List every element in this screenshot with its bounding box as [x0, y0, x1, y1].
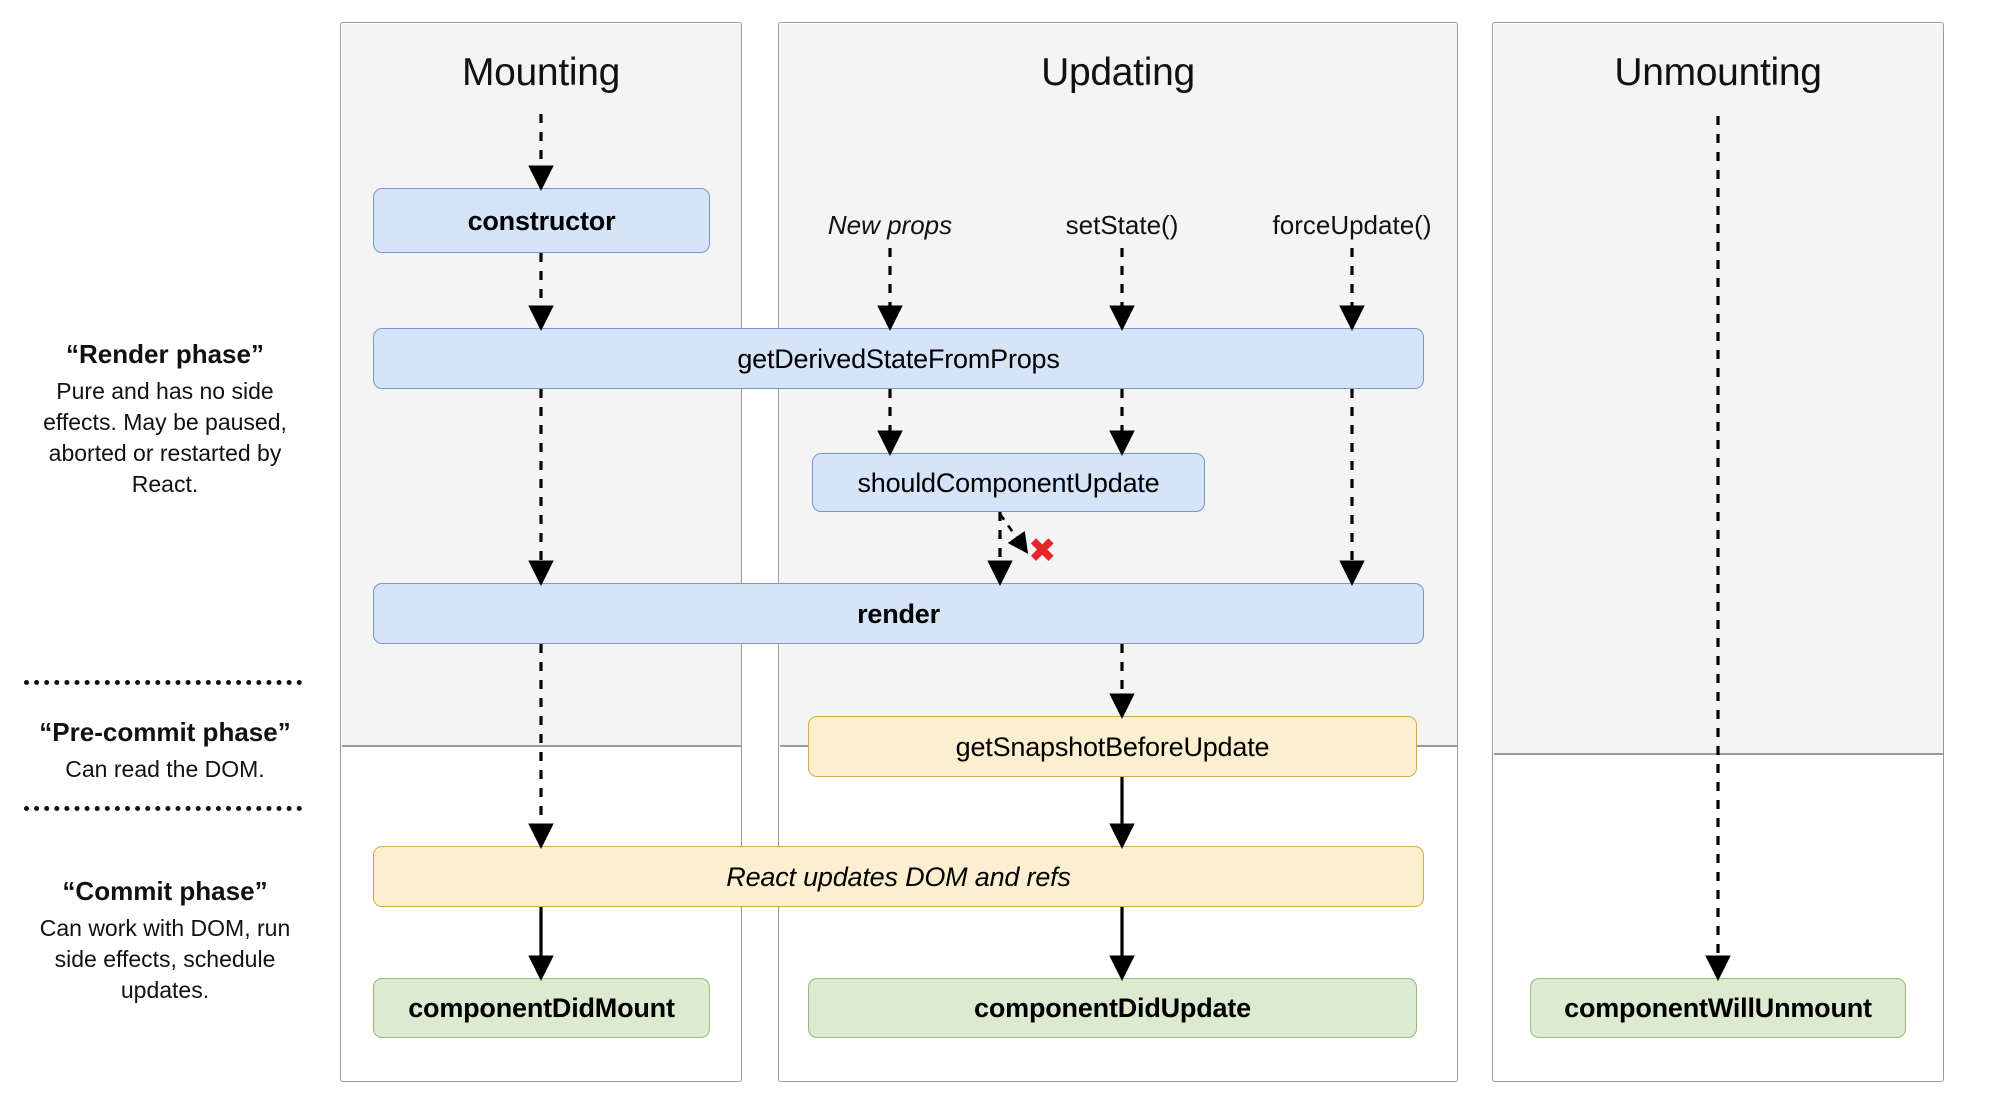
box-component-did-update[interactable]: componentDidUpdate	[808, 978, 1417, 1038]
column-title-updating: Updating	[1041, 51, 1195, 94]
legend-commit-phase: “Commit phase” Can work with DOM, run si…	[20, 875, 310, 1006]
column-unmounting	[1492, 22, 1944, 1082]
box-get-derived-state-from-props[interactable]: getDerivedStateFromProps	[373, 328, 1424, 389]
column-updating	[778, 22, 1458, 1082]
legend-render-phase-body: Pure and has no side effects. May be pau…	[43, 378, 287, 497]
box-should-component-update[interactable]: shouldComponentUpdate	[812, 453, 1205, 512]
legend-commit-phase-title: “Commit phase”	[62, 876, 268, 906]
phase-separator-bottom	[24, 806, 302, 811]
skip-render-x-icon: ✖	[1028, 532, 1057, 570]
phase-separator-top	[24, 680, 302, 685]
column-title-mounting: Mounting	[461, 51, 621, 94]
column-mounting-divider	[341, 745, 741, 747]
box-constructor[interactable]: constructor	[373, 188, 710, 253]
box-render[interactable]: render	[373, 583, 1424, 644]
legend-render-phase-title: “Render phase”	[66, 339, 264, 369]
box-get-snapshot-before-update[interactable]: getSnapshotBeforeUpdate	[808, 716, 1417, 777]
box-component-did-mount[interactable]: componentDidMount	[373, 978, 710, 1038]
legend-commit-phase-body: Can work with DOM, run side effects, sch…	[39, 915, 291, 1003]
column-title-unmounting: Unmounting	[1614, 51, 1822, 94]
column-unmounting-divider	[1493, 753, 1943, 755]
legend-render-phase: “Render phase” Pure and has no side effe…	[20, 338, 310, 500]
column-mounting	[340, 22, 742, 1082]
trigger-force-update: forceUpdate()	[1272, 210, 1432, 240]
trigger-set-state: setState()	[1065, 210, 1179, 240]
box-react-updates-dom-and-refs[interactable]: React updates DOM and refs	[373, 846, 1424, 907]
box-component-will-unmount[interactable]: componentWillUnmount	[1530, 978, 1906, 1038]
legend-pre-commit-phase-title: “Pre-commit phase”	[39, 717, 291, 747]
legend-pre-commit-phase-body: Can read the DOM.	[65, 756, 265, 782]
legend-pre-commit-phase: “Pre-commit phase” Can read the DOM.	[20, 716, 310, 785]
trigger-new-props: New props	[827, 210, 953, 240]
